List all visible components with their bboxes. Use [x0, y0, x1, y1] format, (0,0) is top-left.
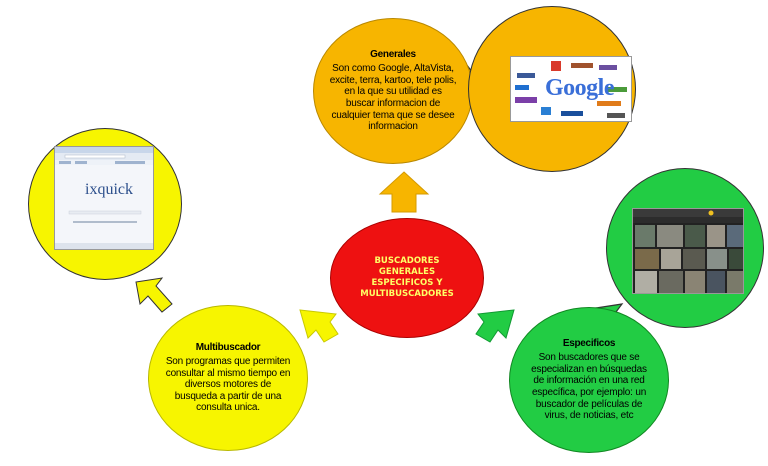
image-search-screenshot: [632, 208, 744, 294]
multibuscador-title: Multibuscador: [195, 342, 261, 354]
arrow-right-to-especificos: [475, 309, 515, 343]
browser-window-decoration: [55, 147, 153, 249]
ixquick-screenshot-image: ixquick: [54, 146, 154, 250]
generales-title: Generales: [370, 49, 416, 61]
especificos-node: Especificos Son buscadores que se especi…: [509, 307, 669, 453]
center-node-label: BUSCADORES GENERALES ESPECIFICOS Y MULTI…: [360, 256, 454, 299]
photo-grid-decoration: [633, 209, 743, 293]
generales-body: Son como Google, AltaVista, excite, terr…: [329, 63, 457, 133]
especificos-body: Son buscadores que se especializan en bú…: [531, 352, 647, 422]
center-node: BUSCADORES GENERALES ESPECIFICOS Y MULTI…: [330, 218, 484, 338]
collage-decoration: [511, 57, 631, 121]
especificos-title: Especificos: [562, 338, 616, 350]
multibuscador-body: Son programas que permiten consultar al …: [165, 356, 291, 414]
google-logo: Google: [545, 75, 615, 101]
arrow-left-to-multibuscador: [299, 309, 339, 343]
ixquick-logo: ixquick: [85, 181, 133, 198]
generales-node: Generales Son como Google, AltaVista, ex…: [313, 18, 473, 164]
multibuscador-node: Multibuscador Son programas que permiten…: [148, 305, 308, 451]
arrow-up-to-generales: [378, 171, 430, 213]
search-engines-collage-image: Google: [510, 56, 632, 122]
arrow-to-ixquick-image: [135, 277, 173, 313]
